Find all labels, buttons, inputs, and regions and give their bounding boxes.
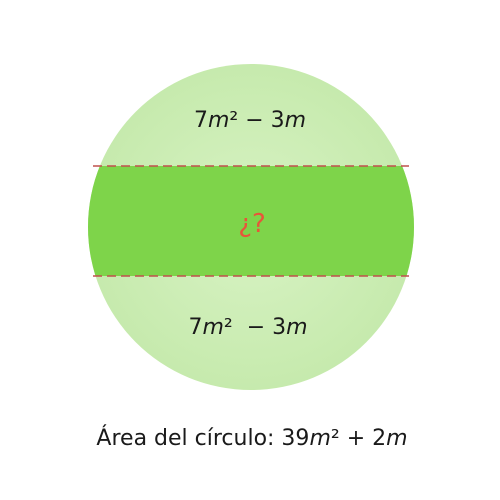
unknown-area-label: ¿?: [238, 209, 266, 239]
top-region-label: 7m² − 3m: [194, 108, 306, 133]
circle-area-caption: Área del círculo: 39m² + 2m: [96, 425, 407, 451]
bottom-region-label: 7m² − 3m: [188, 315, 307, 340]
middle-band: [88, 166, 414, 276]
